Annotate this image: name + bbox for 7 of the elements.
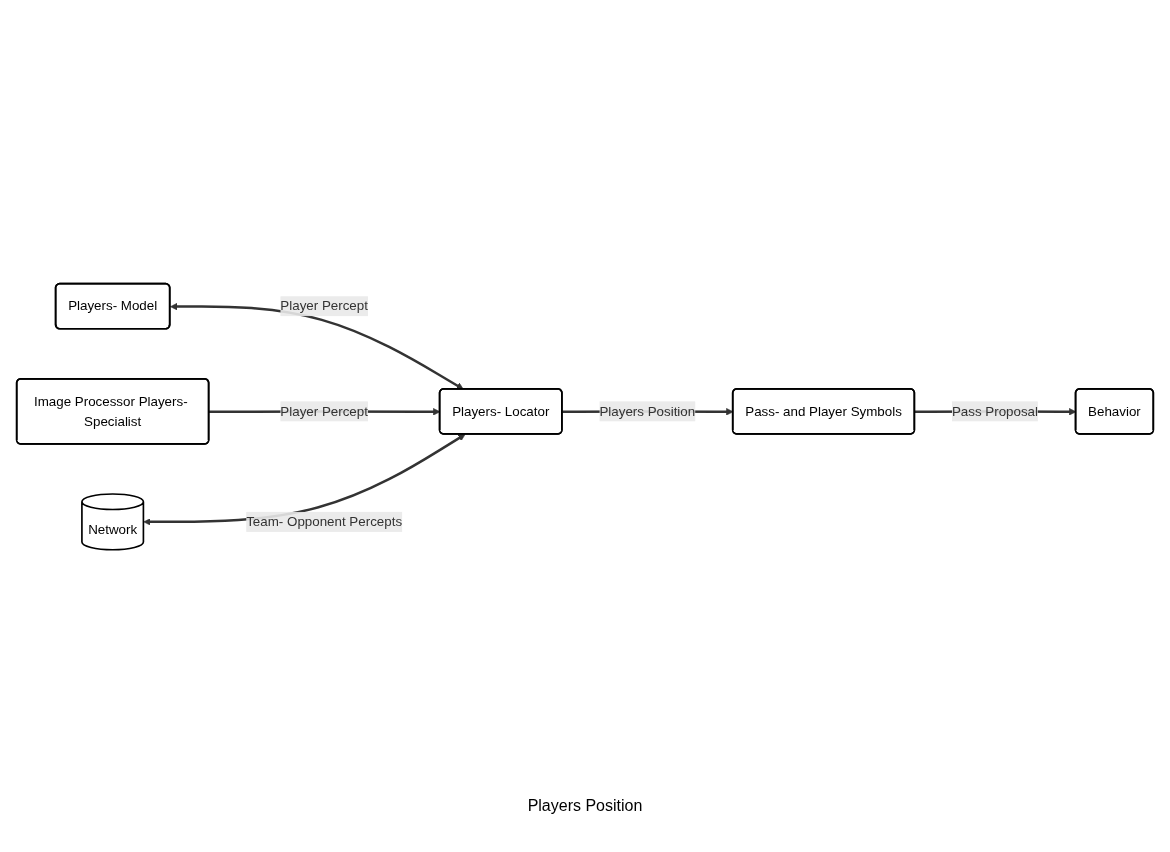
edge-label: Player Percept	[280, 298, 368, 314]
edge-label: Players Position	[599, 404, 696, 419]
edge-label: Player Percept	[280, 404, 368, 419]
edge-label: Pass Proposal	[951, 404, 1039, 419]
edge-label: Team- Opponent Percepts	[246, 514, 403, 529]
arrow	[170, 303, 464, 390]
note-text: Players Position	[527, 797, 643, 814]
